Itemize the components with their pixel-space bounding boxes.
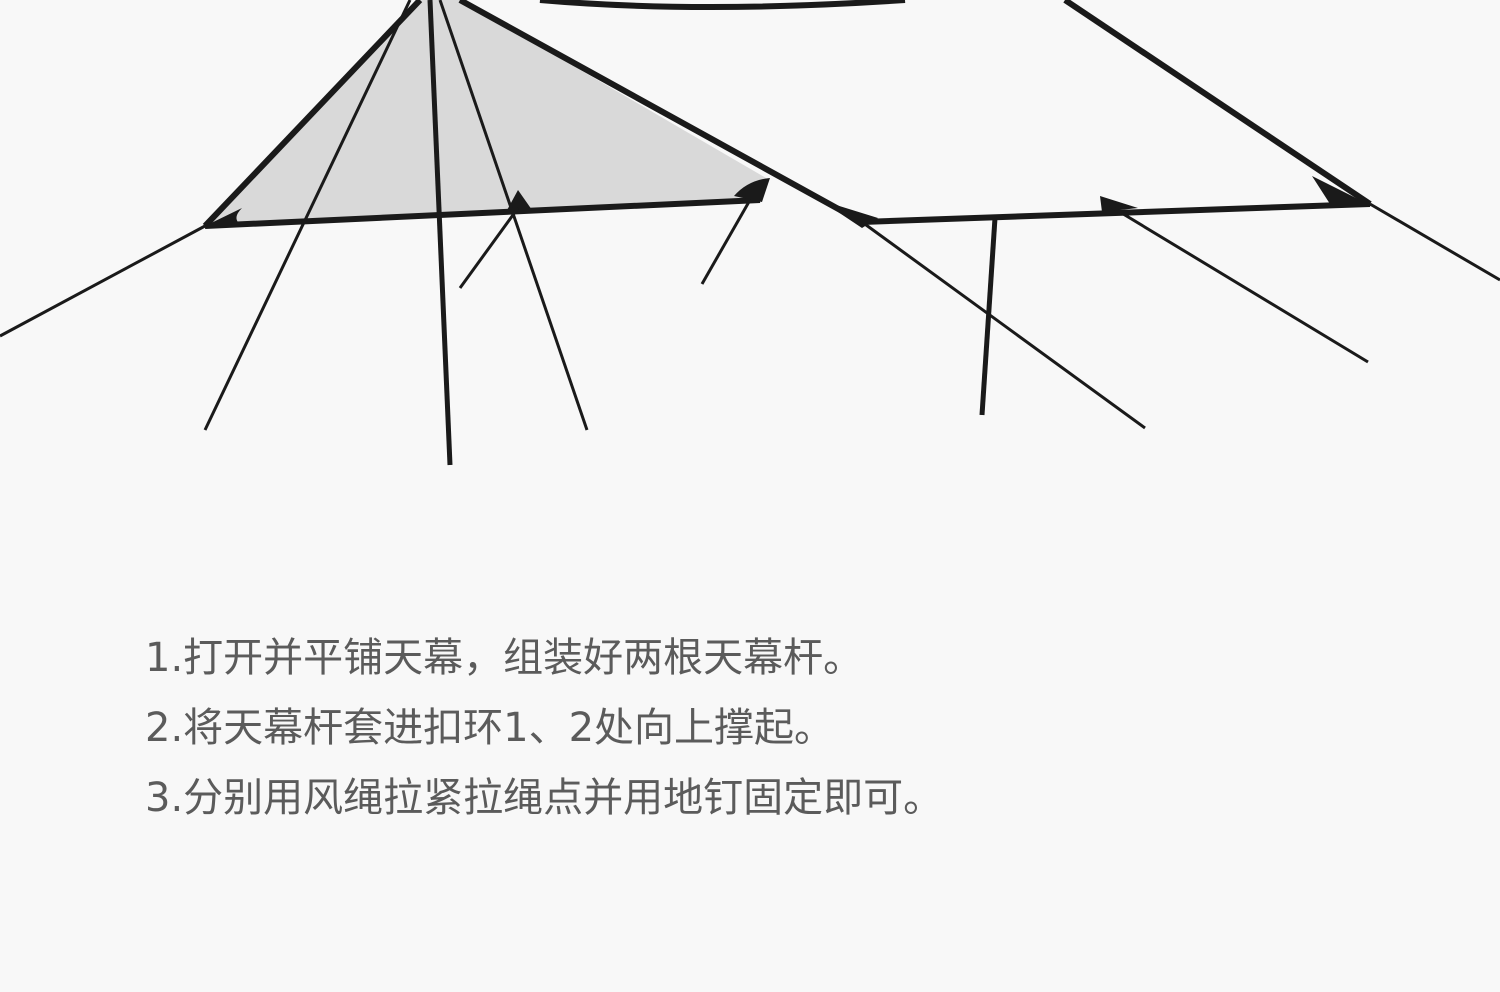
guy-rope-left-corner [0, 224, 206, 338]
guy-rope-ridge-end [861, 220, 1146, 430]
tent-pole-right [979, 217, 998, 416]
tarp-top-arc [539, 0, 906, 10]
instruction-step-1: 1.打开并平铺天幕，组装好两根天幕杆。 [145, 635, 864, 681]
tarp-bottom-edge-left [204, 197, 761, 229]
tarp-left-edge [202, 0, 423, 229]
guy-rope-right-corner [1369, 202, 1500, 282]
guy-rope-mid-left [458, 207, 520, 289]
tarp-right-edge [1063, 0, 1372, 207]
setup-instructions: 1.打开并平铺天幕，组装好两根天幕杆。 2.将天幕杆套进扣环1、2处向上撑起。 … [145, 623, 1345, 833]
grommet-left-corner [205, 208, 242, 226]
instruction-step-3: 3.分别用风绳拉紧拉绳点并用地钉固定即可。 [145, 775, 944, 821]
grommet-ridge-end [820, 200, 878, 228]
tarp-bottom-edge-right [861, 201, 1371, 225]
guy-rope-right-mid [1109, 204, 1369, 364]
guy-rope-mid-right [700, 199, 752, 285]
guy-rope-apex-left [203, 0, 412, 431]
tarp-setup-diagram [0, 0, 1500, 466]
grommet-right-corner [1312, 176, 1372, 206]
grommet-mid-left [506, 190, 532, 212]
tarp-panel-shaded [205, 0, 766, 226]
tent-pole-center [427, 0, 453, 466]
grommet-right-mid [1100, 196, 1138, 212]
grommet-mid-right [734, 178, 770, 202]
tarp-ridge-edge [458, 0, 864, 225]
instruction-step-2: 2.将天幕杆套进扣环1、2处向上撑起。 [145, 705, 835, 751]
